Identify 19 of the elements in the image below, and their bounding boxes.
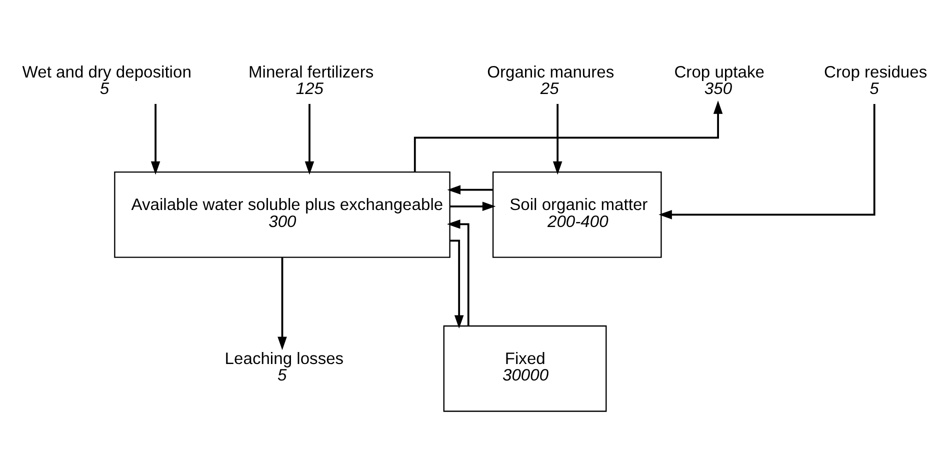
node-box: Fixed 30000 (443, 324, 607, 412)
arrow (304, 103, 314, 174)
node-text: Crop residues 5 (824, 62, 928, 98)
arrow (552, 103, 562, 174)
node-box: Soil organic matter 200-400 (492, 170, 662, 258)
node-text: Leaching losses 5 (224, 348, 344, 384)
arrow (450, 239, 464, 328)
node-text: Organic manures 25 (487, 62, 614, 98)
arrow (658, 103, 876, 219)
arrow (450, 201, 496, 211)
arrow (278, 257, 287, 350)
node-text: Wet and dry deposition 5 (22, 62, 192, 98)
arrow (414, 100, 723, 172)
node-box: Available water soluble plus exchangeable 300 (114, 170, 450, 258)
arrow (447, 184, 494, 194)
arrow (150, 103, 160, 174)
arrow (446, 219, 470, 326)
node-text: Crop uptake 350 (674, 62, 764, 98)
node-text: Mineral fertilizers 125 (248, 62, 374, 98)
